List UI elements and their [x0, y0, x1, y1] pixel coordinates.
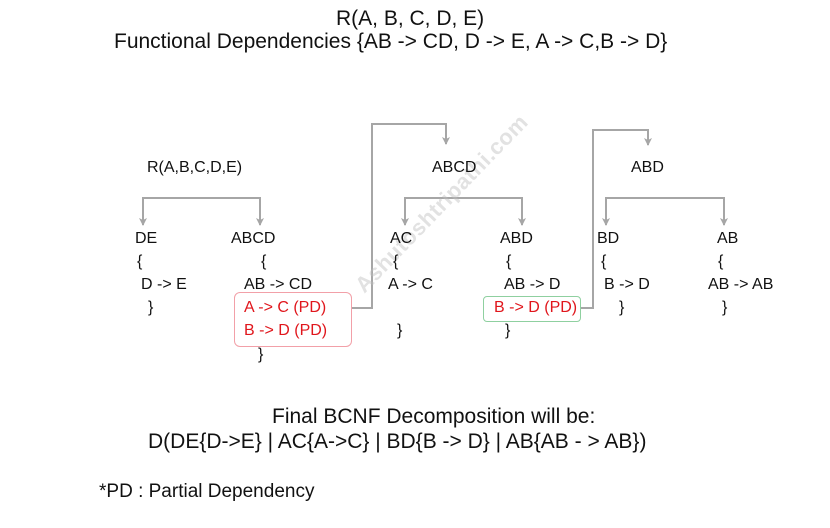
- tree3-right-fd: AB -> AB: [708, 276, 774, 293]
- relation-title: R(A, B, C, D, E): [336, 7, 485, 30]
- tree2-right-pd1: B -> D (PD): [494, 299, 578, 316]
- split-arrow-bd: [602, 197, 660, 226]
- split-arrow-de: [139, 197, 200, 226]
- tree3-left-name: BD: [597, 230, 620, 247]
- tree1-right-pd2: B -> D (PD): [244, 322, 328, 339]
- tree3-left-fd: B -> D: [604, 276, 650, 293]
- split-arrow-ab: [660, 197, 728, 226]
- tree2-left-name: AC: [390, 230, 413, 247]
- tree2-right-fd: AB -> D: [504, 276, 561, 293]
- link-arrow-abcd: [352, 123, 450, 309]
- result-decomposition: D(DE{D->E} | AC{A->C} | BD{B -> D} | AB{…: [148, 430, 647, 453]
- tree2-left-open: {: [393, 253, 399, 270]
- tree3-right-open: {: [718, 253, 724, 270]
- pd-footnote: *PD : Partial Dependency: [99, 481, 315, 502]
- tree2-right-open: {: [506, 253, 512, 270]
- tree3-left-open: {: [601, 253, 607, 270]
- tree1-right-fd: AB -> CD: [244, 276, 313, 293]
- tree1-left-close: }: [148, 299, 154, 316]
- tree1-left-open: {: [137, 253, 143, 270]
- tree1-left-fd: D -> E: [141, 276, 187, 293]
- tree3-left-close: }: [619, 299, 625, 316]
- split-arrow-abcd: [200, 197, 264, 226]
- tree1-right-close: }: [258, 346, 264, 363]
- tree2-right-name: ABD: [500, 230, 533, 247]
- tree2-right-close: }: [505, 322, 511, 339]
- tree1-root: R(A,B,C,D,E): [147, 159, 243, 176]
- tree3-root: ABD: [631, 159, 664, 176]
- tree3-right-name: AB: [717, 230, 739, 247]
- functional-dependencies: Functional Dependencies {AB -> CD, D -> …: [114, 30, 668, 53]
- partial-dependency-box-1: [234, 292, 352, 347]
- result-heading: Final BCNF Decomposition will be:: [272, 405, 596, 428]
- tree2-left-fd: A -> C: [388, 276, 433, 293]
- split-arrow-abd: [460, 197, 526, 226]
- tree2-left-close: }: [397, 322, 403, 339]
- tree1-right-name: ABCD: [231, 230, 276, 247]
- tree2-root: ABCD: [432, 159, 477, 176]
- tree3-right-close: }: [722, 299, 728, 316]
- tree1-right-open: {: [261, 253, 267, 270]
- tree1-left-name: DE: [135, 230, 158, 247]
- tree1-right-pd1: A -> C (PD): [244, 299, 327, 316]
- link-arrow-abd: [580, 129, 652, 309]
- split-arrow-ac: [401, 197, 460, 226]
- partial-dependency-box-2: [483, 296, 581, 322]
